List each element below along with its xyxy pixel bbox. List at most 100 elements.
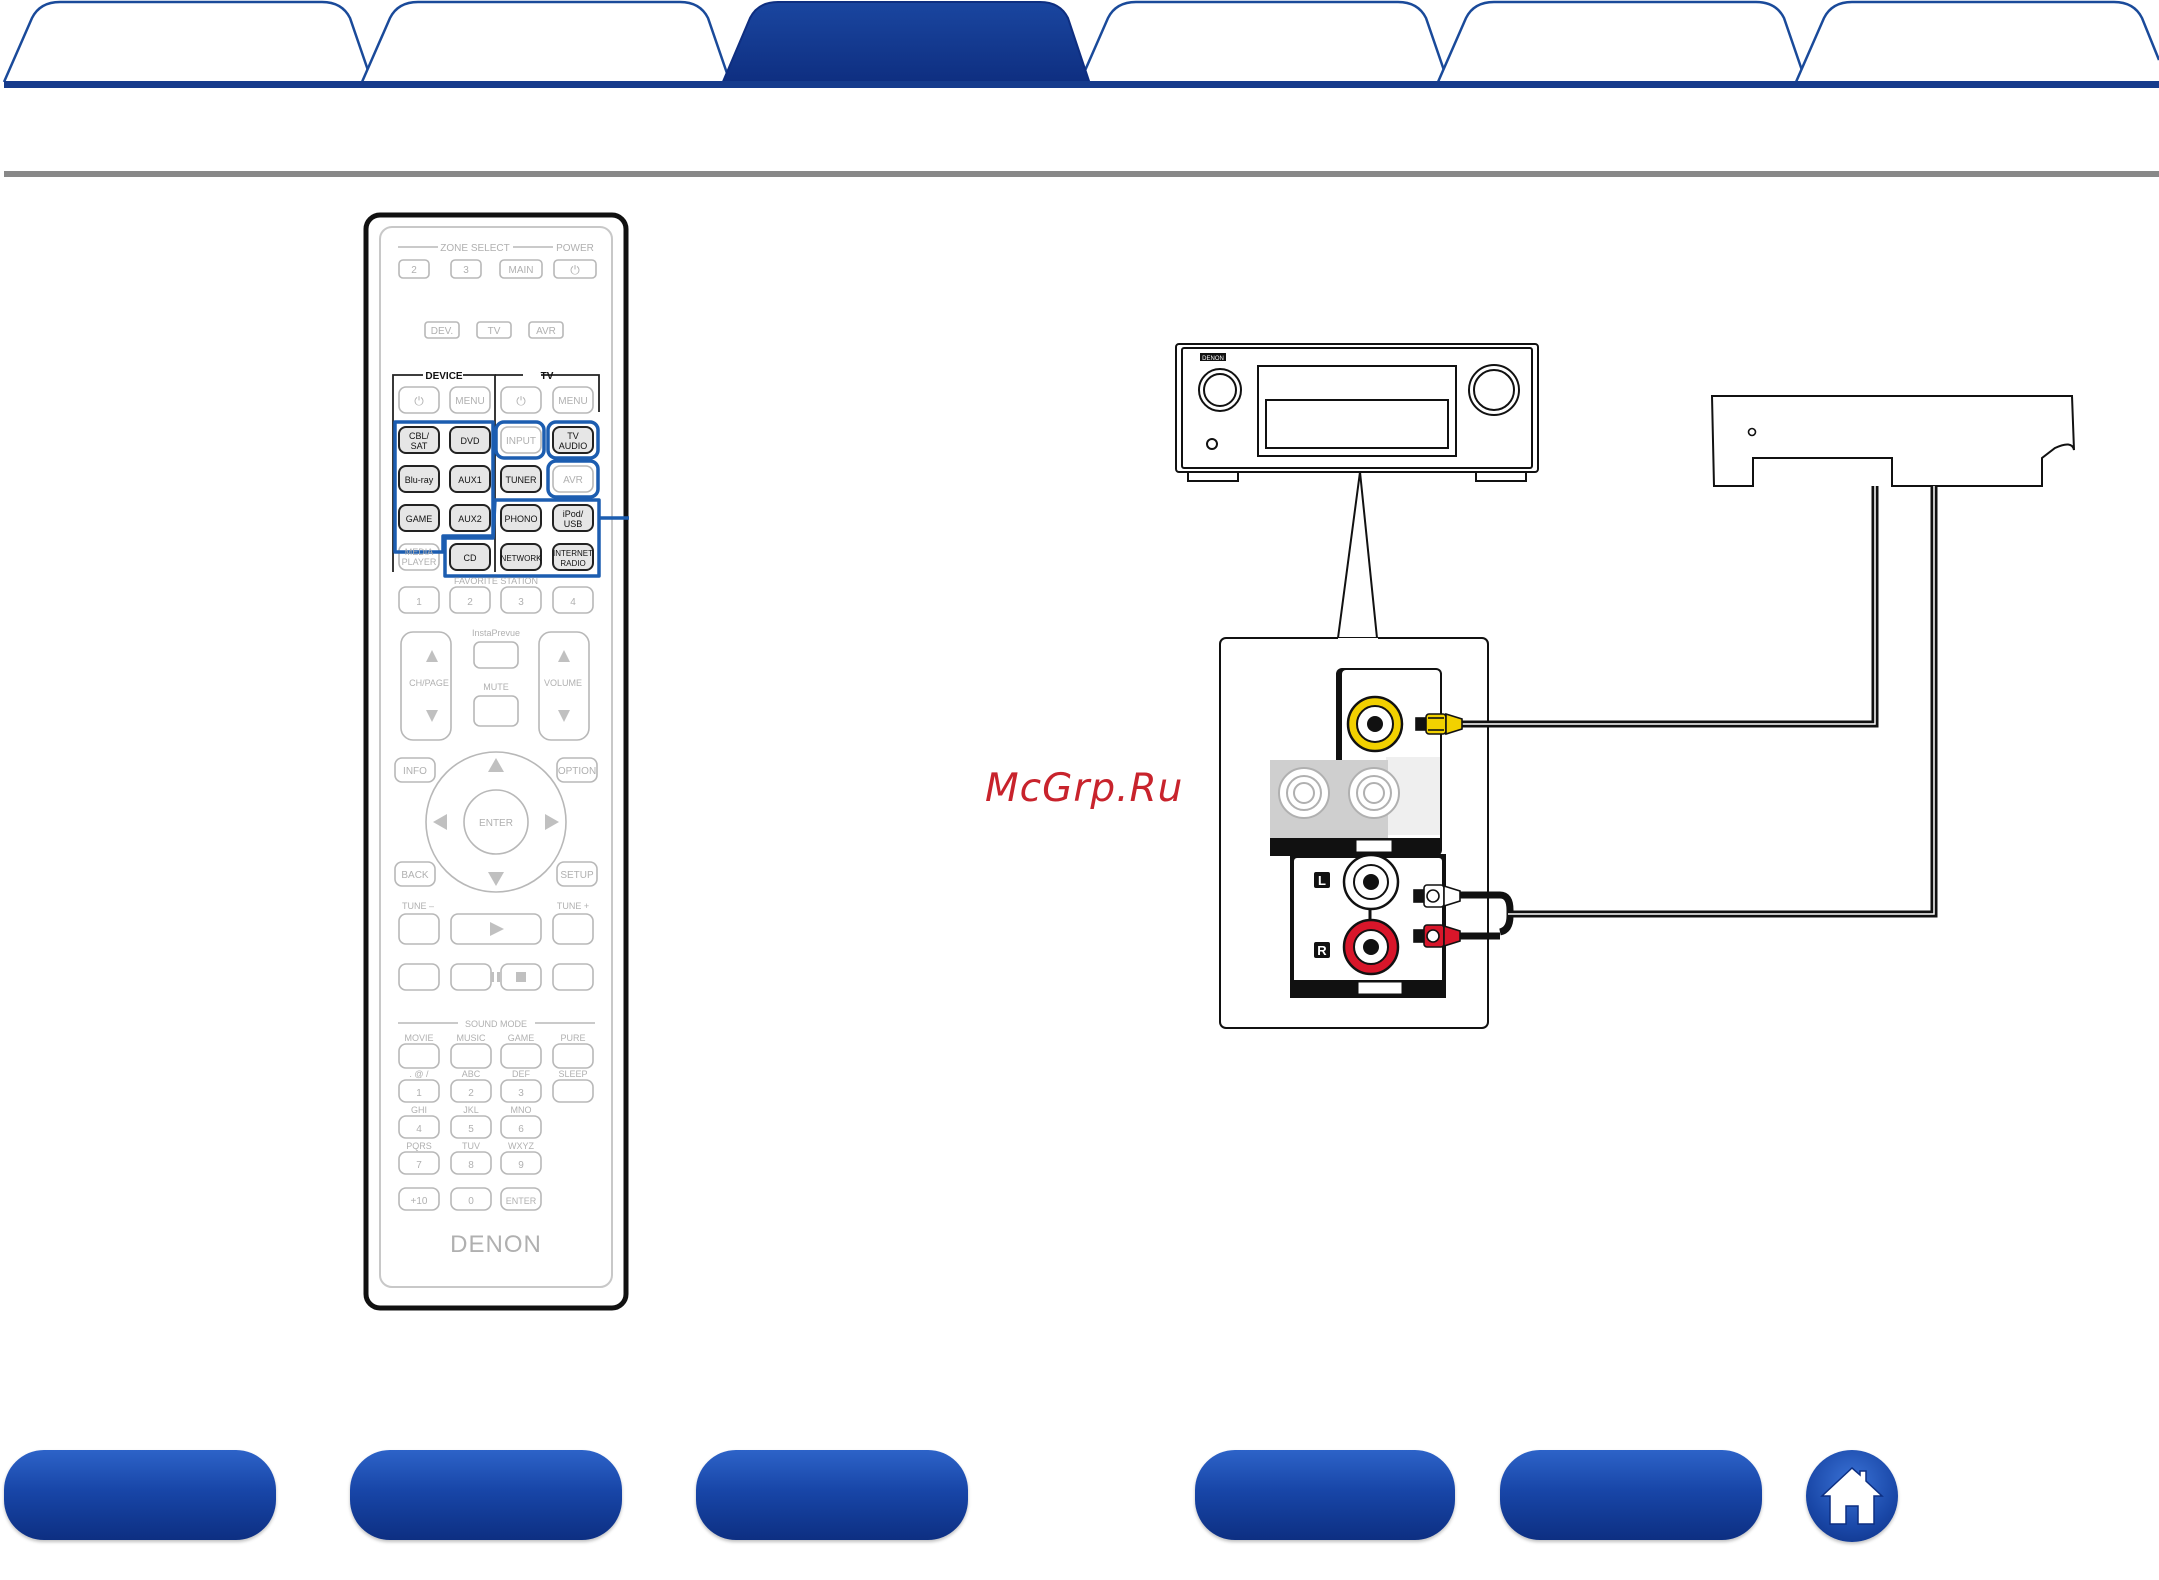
ch-page-label: CH/PAGE: [409, 678, 449, 688]
zone-2-button: 2: [411, 265, 417, 276]
key-7-sub: PQRS: [406, 1141, 432, 1151]
tv-mode-button: TV: [488, 326, 501, 337]
home-icon: [1820, 1466, 1884, 1525]
game-button: GAME: [406, 514, 433, 524]
tune-minus-label: TUNE –: [402, 901, 434, 911]
key-5: 5: [468, 1124, 474, 1135]
aux2-button: AUX2: [458, 514, 482, 524]
option-button: OPTION: [558, 766, 596, 777]
instaprevue-label: InstaPrevue: [472, 628, 520, 638]
volume-label: VOLUME: [544, 678, 582, 688]
back-button: BACK: [401, 870, 429, 881]
connection-graphic: DENON: [1175, 343, 2075, 1029]
key-1: 1: [416, 1088, 422, 1099]
nav-button-3[interactable]: [696, 1450, 968, 1540]
internet-radio-label-1: INTERNET: [553, 549, 593, 558]
zone-select-label: ZONE SELECT: [440, 243, 509, 254]
tab-6: [1794, 0, 2159, 83]
internet-radio-label-2: RADIO: [560, 559, 585, 568]
power-icon: ⏻: [570, 263, 580, 277]
enter-key: ENTER: [506, 1196, 537, 1206]
key-9: 9: [518, 1160, 524, 1171]
video-plug: [1415, 712, 1463, 736]
tab-4[interactable]: [1086, 2, 1441, 82]
sound-mode-label: SOUND MODE: [465, 1019, 527, 1029]
chapter-tab-bar: [0, 0, 2159, 92]
tab-3-active: [720, 1, 1092, 85]
key-2: 2: [468, 1088, 474, 1099]
device-power-icon: ⏻: [414, 394, 424, 408]
key-9-sub: WXYZ: [508, 1141, 535, 1151]
movie-label: MOVIE: [404, 1033, 433, 1043]
power-label: POWER: [556, 243, 594, 254]
device-group-label: DEVICE: [425, 371, 463, 382]
aux1-button: AUX1: [458, 475, 482, 485]
section-divider: [4, 171, 2159, 177]
receiver-badge: DENON: [1202, 356, 1224, 362]
tab-2: [360, 0, 732, 83]
fav-4-button: 4: [570, 597, 576, 608]
tv-audio-label-1: TV: [567, 431, 579, 441]
media-player-label-1: MEDIA: [405, 547, 434, 557]
tab-2[interactable]: [368, 2, 723, 82]
zone-main-button: MAIN: [509, 265, 534, 276]
bluray-button: Blu-ray: [405, 475, 434, 485]
zone-3-button: 3: [463, 265, 469, 276]
fav-2-button: 2: [467, 597, 473, 608]
source-device-illustration: [1710, 395, 2075, 487]
device-menu-button: MENU: [455, 396, 484, 407]
enter-button: ENTER: [479, 818, 513, 829]
fav-3-button: 3: [518, 597, 524, 608]
network-button: NETWORK: [501, 554, 543, 563]
mute-label: MUTE: [483, 682, 509, 692]
tab-6[interactable]: [1802, 2, 2157, 82]
input-button: INPUT: [506, 436, 536, 447]
nav-button-5[interactable]: [1500, 1450, 1762, 1540]
setup-button: SETUP: [560, 870, 594, 881]
tune-plus-label: TUNE +: [557, 901, 589, 911]
home-button[interactable]: [1806, 1450, 1898, 1542]
tab-5[interactable]: [1444, 2, 1799, 82]
favorite-station-label: FAVORITE STATION: [454, 576, 538, 586]
avr-mode-button: AVR: [536, 326, 556, 337]
tab-4: [1078, 0, 1450, 83]
av-receiver-illustration: [1175, 343, 1539, 482]
audio-cable: [1454, 891, 1514, 940]
key-1-sub: . @ /: [409, 1069, 429, 1079]
tv-menu-button: MENU: [558, 396, 587, 407]
chapter-tabs-graphic: [2, 0, 2159, 85]
pure-label: PURE: [560, 1033, 585, 1043]
tab-3[interactable]: [728, 2, 1083, 82]
jack-label-l: L: [1318, 873, 1326, 888]
header-rule: [4, 81, 2159, 88]
cd-button: CD: [464, 553, 477, 563]
key-4-sub: GHI: [411, 1105, 427, 1115]
tab-1[interactable]: [10, 2, 365, 82]
key-6: 6: [518, 1124, 524, 1135]
audio-plug-red: [1413, 924, 1461, 948]
tuner-button: TUNER: [506, 475, 537, 485]
nav-button-1[interactable]: [4, 1450, 276, 1540]
remote-graphic: ZONE SELECT POWER 2 3 MAIN ⏻ DEV. TV AVR…: [363, 212, 629, 1311]
dev-button: DEV.: [431, 326, 453, 337]
tab-1: [2, 0, 374, 83]
key-5-sub: JKL: [463, 1105, 479, 1115]
tv-group-label: TV: [541, 371, 554, 382]
game-mode-label: GAME: [508, 1033, 535, 1043]
cbl-sat-label-2: SAT: [411, 441, 428, 451]
key-7: 7: [416, 1160, 422, 1171]
music-label: MUSIC: [457, 1033, 487, 1043]
key-8: 8: [468, 1160, 474, 1171]
jack-label-r: R: [1317, 943, 1327, 958]
phono-button: PHONO: [504, 514, 537, 524]
avr-button: AVR: [563, 475, 583, 486]
key-3: 3: [518, 1088, 524, 1099]
connection-diagram: DENON: [1170, 330, 2090, 1050]
media-player-label-2: PLAYER: [402, 557, 437, 567]
audio-plug-white: [1413, 884, 1461, 908]
nav-button-4[interactable]: [1195, 1450, 1455, 1540]
sleep-label: SLEEP: [558, 1069, 587, 1079]
key-6-sub: MNO: [511, 1105, 532, 1115]
nav-button-2[interactable]: [350, 1450, 622, 1540]
remote-brand-logo: DENON: [450, 1231, 542, 1258]
